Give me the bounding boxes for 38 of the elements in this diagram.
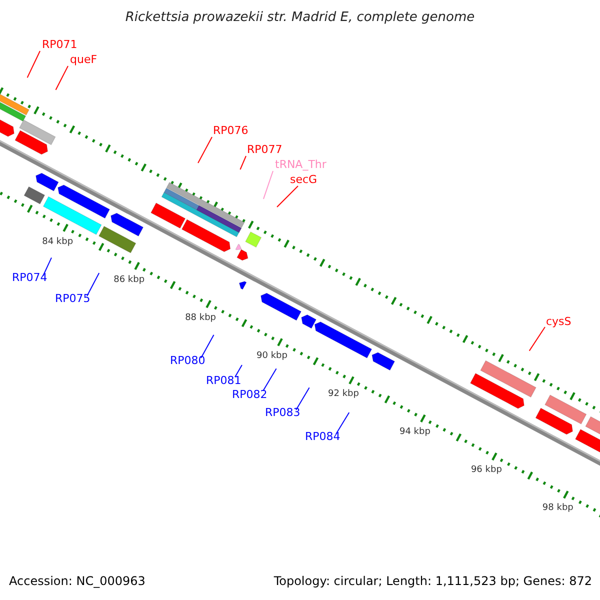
leader-line — [200, 334, 214, 358]
scale-label: 84 kbp — [42, 236, 74, 249]
gene-label: RP082 — [232, 388, 268, 401]
scale-label: 98 kbp — [542, 502, 574, 516]
gene-label: cysS — [546, 315, 572, 328]
leader-line — [336, 412, 350, 434]
accession-label: Accession: NC_000963 — [9, 575, 146, 588]
leader-line — [262, 368, 277, 392]
gene-label: RP080 — [170, 354, 206, 367]
scale-label: 92 kbp — [328, 388, 359, 401]
leader-line — [86, 272, 100, 296]
title: Rickettsia prowazekii str. Madrid E, complete genome — [124, 11, 476, 24]
gene-label: tRNA_Thr — [275, 158, 326, 171]
gene-label: secG — [290, 173, 318, 186]
gene-label: RP074 — [12, 271, 48, 284]
scale-label: 86 kbp — [114, 274, 145, 287]
gene-label: RP083 — [265, 406, 300, 419]
leader-line — [240, 156, 246, 170]
scale-label: 88 kbp — [185, 312, 216, 325]
leader-line — [296, 387, 310, 410]
scale-label: 94 kbp — [399, 426, 430, 440]
gene-label: RP081 — [206, 374, 242, 387]
scale-label: 96 kbp — [470, 464, 502, 478]
leader-line — [528, 326, 546, 352]
gene-label: RP084 — [305, 430, 340, 443]
gene-label: queF — [70, 53, 98, 66]
leader-line — [26, 50, 40, 78]
leader-line — [262, 170, 274, 200]
leader-line — [234, 364, 242, 378]
leader-line — [55, 66, 68, 90]
gene-label: RP076 — [213, 124, 248, 137]
gene-label: RP075 — [55, 292, 90, 305]
leader-line — [198, 136, 212, 164]
leader-line — [276, 186, 298, 208]
gene-label: RP071 — [42, 38, 78, 51]
genome-info: Topology: circular; Length: 1,111,523 bp; Genes: 872 — [274, 575, 592, 588]
scale-label: 90 kbp — [256, 350, 288, 363]
gene-label: RP077 — [247, 143, 282, 156]
